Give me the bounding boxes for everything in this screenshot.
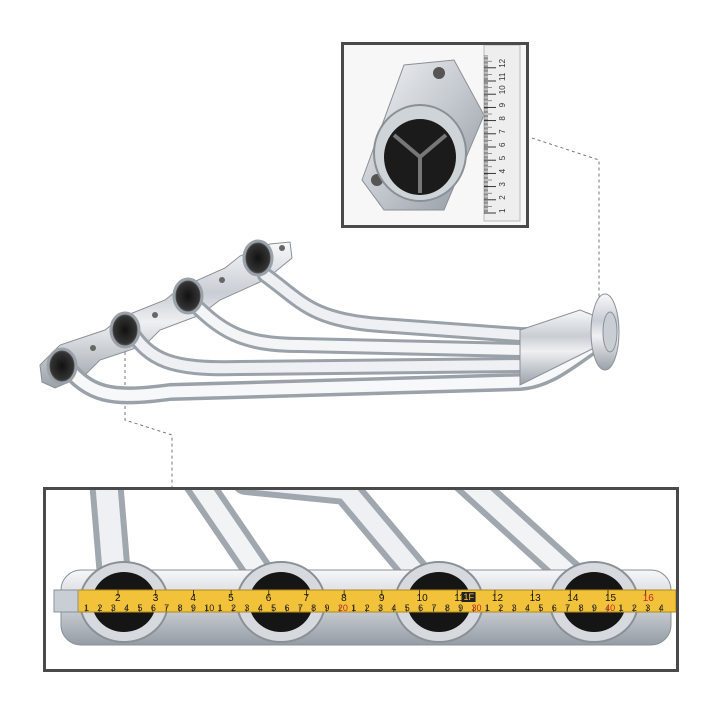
ruler-bottom-cm-number: 3 [153,593,159,604]
ruler-bottom-inch-number: 6 [284,603,289,613]
ruler-bottom-cm-number: 6 [266,593,272,604]
ruler-top-number: 9 [498,102,507,107]
ruler-top-number: 7 [498,129,507,134]
ruler-bottom-inch-number: 6 [151,603,156,613]
ruler-bottom-cm-number: 13 [530,593,542,604]
ruler-bottom-cm-number: 12 [492,593,504,604]
ruler-top-number: 11 [498,72,507,81]
leader-line-top [531,137,600,300]
leader-line-bottom [124,340,173,487]
ruler-bottom-inch-number: 2 [231,603,236,613]
ruler-bottom-cm-number: 16 [643,593,655,604]
ruler-bottom-inch-number: 8 [178,603,183,613]
ruler-bottom-inch-number: 9 [191,603,196,613]
ruler-bottom-inch-number: 5 [137,603,142,613]
ruler-bottom-inch-number: 2 [97,603,102,613]
ruler-bottom-inch-number: 4 [659,603,664,613]
ruler-bottom-cm-number: 10 [417,593,429,604]
ruler-bottom-inch-number: 30 [472,603,482,613]
ruler-bottom-cm-number: 11 [454,593,465,604]
ruler-bottom-cm-number: 2 [115,593,121,604]
ruler-bottom-inch-number: 1 [218,603,223,613]
ruler-top-number: 8 [498,116,507,121]
ruler-bottom-inch-number: 8 [445,603,450,613]
port-hole-1 [46,347,78,385]
ruler-bottom-inch-number: 4 [391,603,396,613]
ruler-bottom-cm-number: 4 [190,593,196,604]
ruler-bottom-cm-number: 9 [379,593,385,604]
port-hole-4 [242,239,274,277]
ruler-bottom-inch-number: 1 [351,603,356,613]
ruler-top-number: 12 [498,58,507,67]
exhaust-flange [39,241,293,389]
ruler-bottom-inch-number: 3 [111,603,116,613]
ruler-bottom-inch-number: 1 [619,603,624,613]
ruler-bottom-inch-number: 7 [298,603,303,613]
ruler-bottom-cm-number: 5 [228,593,234,604]
ruler-bottom-cm-number: 8 [341,593,347,604]
ruler-bottom-inch-number: 4 [258,603,263,613]
ruler-bottom-inch-number: 5 [538,603,543,613]
ruler-bottom-inch-number: 20 [338,603,348,613]
ruler-bottom-inch-number: 4 [525,603,530,613]
ruler-bottom-inch-number: 10 [204,603,214,613]
ruler-bottom-cm-number: 7 [303,593,309,604]
ruler-bottom-inch-number: 9 [592,603,597,613]
port-hole-2 [109,311,141,349]
ruler-bottom-inch-number: 2 [365,603,370,613]
ruler-bottom-inch-number: 4 [124,603,129,613]
ruler-bottom-inch-number: 5 [271,603,276,613]
ruler-bottom-inch-number: 7 [431,603,436,613]
ruler-bottom-inch-number: 9 [325,603,330,613]
ruler-bottom-inch-number: 7 [565,603,570,613]
ruler-top-number: 4 [498,168,507,173]
ruler-bottom-inch-number: 2 [632,603,637,613]
ruler-top-number: 3 [498,182,507,187]
ruler-bottom-inch-number: 3 [645,603,650,613]
ruler-bottom-foot-mark: 1F [464,592,475,602]
ruler-bottom-inch-number: 8 [311,603,316,613]
ruler-bottom-inch-number: 7 [164,603,169,613]
ruler-bottom-inch-number: 5 [405,603,410,613]
ruler-top-number: 5 [498,155,507,160]
ruler-bottom-inch-number: 3 [512,603,517,613]
ruler-bottom-inch-number: 2 [498,603,503,613]
ruler-top-number: 6 [498,142,507,147]
ruler-bottom-inch-number: 6 [552,603,557,613]
ruler-bottom-inch-number: 1 [84,603,89,613]
ruler-bottom-inch-number: 9 [458,603,463,613]
ruler-top-number: 1 [498,208,507,213]
ruler-bottom-inch-number: 8 [578,603,583,613]
port-hole-3 [172,277,204,315]
ruler-top-number: 2 [498,195,507,200]
ruler-bottom-inch-number: 3 [244,603,249,613]
ruler-bottom-inch-number: 1 [485,603,490,613]
ruler-top-number: 10 [498,85,507,94]
ruler-bottom-cm-number: 15 [605,593,617,604]
ruler-bottom-inch-number: 3 [378,603,383,613]
ruler-bottom-inch-number: 40 [605,603,615,613]
ruler-bottom-inch-number: 6 [418,603,423,613]
ruler-bottom-cm-number: 14 [567,593,579,604]
